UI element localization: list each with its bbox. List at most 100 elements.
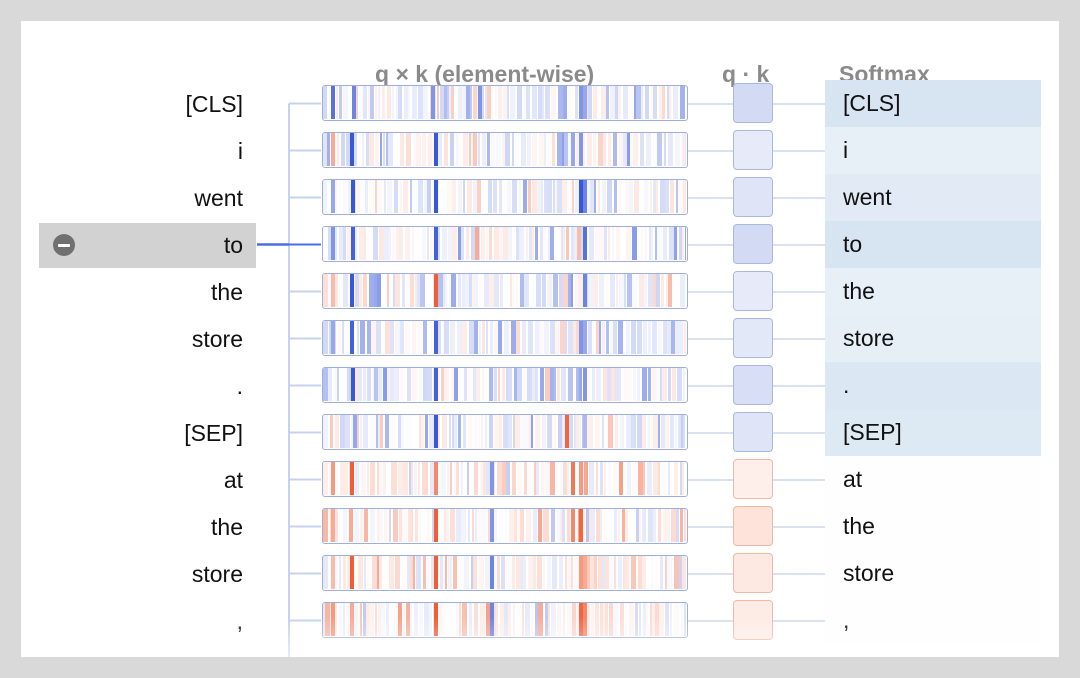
product-stripe xyxy=(456,462,459,495)
product-stripe xyxy=(392,86,394,119)
product-stripe xyxy=(491,86,493,119)
product-stripe xyxy=(422,227,426,260)
product-stripe xyxy=(478,415,480,448)
product-stripe xyxy=(629,86,634,119)
product-stripe xyxy=(669,86,671,119)
product-stripe xyxy=(486,321,488,354)
key-token-label[interactable]: store xyxy=(191,561,243,587)
product-stripe xyxy=(328,274,331,307)
product-stripe-strong xyxy=(583,556,587,589)
key-token-label[interactable]: went xyxy=(194,185,243,211)
product-stripe xyxy=(545,86,550,119)
key-token-label[interactable]: store xyxy=(191,326,243,352)
product-stripe xyxy=(328,368,332,401)
product-stripe xyxy=(665,556,667,589)
dot-product-cell xyxy=(733,459,773,499)
product-stripe xyxy=(378,603,381,636)
product-stripe xyxy=(603,603,605,636)
elementwise-product-bar xyxy=(322,273,688,309)
key-token-label[interactable]: the xyxy=(211,279,243,305)
key-token-label[interactable]: at xyxy=(223,467,243,493)
product-stripe xyxy=(410,274,414,307)
key-token-label[interactable]: to xyxy=(223,232,243,258)
product-stripe xyxy=(393,274,395,307)
minus-circle-icon[interactable] xyxy=(53,234,75,256)
product-stripe xyxy=(544,133,546,166)
product-stripe xyxy=(384,509,387,542)
product-stripe xyxy=(373,227,378,260)
product-stripe xyxy=(533,556,536,589)
key-token-label[interactable]: the xyxy=(211,514,243,540)
product-stripe xyxy=(449,274,451,307)
product-stripe xyxy=(482,368,484,401)
product-stripe xyxy=(502,462,506,495)
product-stripe xyxy=(334,368,337,401)
product-stripe xyxy=(428,321,433,354)
product-stripe xyxy=(613,603,618,636)
key-token-label[interactable]: . xyxy=(236,373,243,399)
product-stripe xyxy=(461,227,464,260)
product-stripe xyxy=(423,368,427,401)
bar-to-dot-line xyxy=(688,102,733,105)
product-stripe xyxy=(662,368,667,401)
product-stripe xyxy=(652,321,657,354)
product-stripe xyxy=(363,86,367,119)
key-token-label[interactable]: i xyxy=(237,138,243,164)
product-stripe xyxy=(477,180,481,213)
product-stripe xyxy=(342,321,344,354)
product-stripe xyxy=(376,321,381,354)
product-stripe xyxy=(648,509,653,542)
product-stripe xyxy=(491,133,495,166)
product-stripe xyxy=(323,321,328,354)
softmax-token-label: store xyxy=(825,315,1041,362)
product-stripe xyxy=(487,133,490,166)
product-stripe xyxy=(423,321,427,354)
product-stripe xyxy=(458,274,461,307)
product-stripe xyxy=(327,133,330,166)
product-stripe xyxy=(329,180,331,213)
dot-to-softmax-line xyxy=(773,196,825,199)
key-token-label[interactable]: [CLS] xyxy=(185,91,243,117)
product-stripe xyxy=(528,556,533,589)
product-stripe xyxy=(360,509,363,542)
product-stripe-strong xyxy=(577,227,581,260)
product-stripe xyxy=(602,415,604,448)
product-stripe xyxy=(437,86,439,119)
product-stripe xyxy=(588,321,592,354)
product-stripe xyxy=(419,415,421,448)
elementwise-product-bar xyxy=(322,132,688,168)
product-stripe xyxy=(458,180,462,213)
product-stripe xyxy=(498,368,500,401)
key-token-label[interactable]: , xyxy=(236,608,243,634)
product-stripe xyxy=(419,368,422,401)
product-stripe xyxy=(493,180,497,213)
product-stripe xyxy=(598,133,603,166)
selected-token-highlight[interactable] xyxy=(39,223,256,268)
product-stripe xyxy=(450,133,454,166)
product-stripe-strong xyxy=(583,415,587,448)
product-stripe xyxy=(593,133,596,166)
product-stripe xyxy=(442,603,445,636)
product-stripe-strong xyxy=(579,180,583,213)
product-stripe-strong xyxy=(490,509,494,542)
product-stripe xyxy=(541,180,543,213)
softmax-token-label: the xyxy=(825,268,1041,315)
product-stripe xyxy=(505,133,510,166)
product-stripe xyxy=(499,227,503,260)
product-stripe xyxy=(398,462,403,495)
product-stripe xyxy=(388,133,393,166)
product-stripe xyxy=(532,86,537,119)
product-stripe xyxy=(405,321,410,354)
product-stripe xyxy=(670,415,674,448)
product-stripe xyxy=(670,603,672,636)
product-stripe xyxy=(456,603,458,636)
product-stripe xyxy=(422,462,426,495)
product-stripe xyxy=(600,509,602,542)
product-stripe xyxy=(679,556,682,589)
product-stripe xyxy=(650,180,652,213)
product-stripe xyxy=(578,274,583,307)
product-stripe xyxy=(423,86,428,119)
product-stripe xyxy=(603,133,606,166)
product-stripe xyxy=(496,133,501,166)
key-token-label[interactable]: [SEP] xyxy=(184,420,243,446)
